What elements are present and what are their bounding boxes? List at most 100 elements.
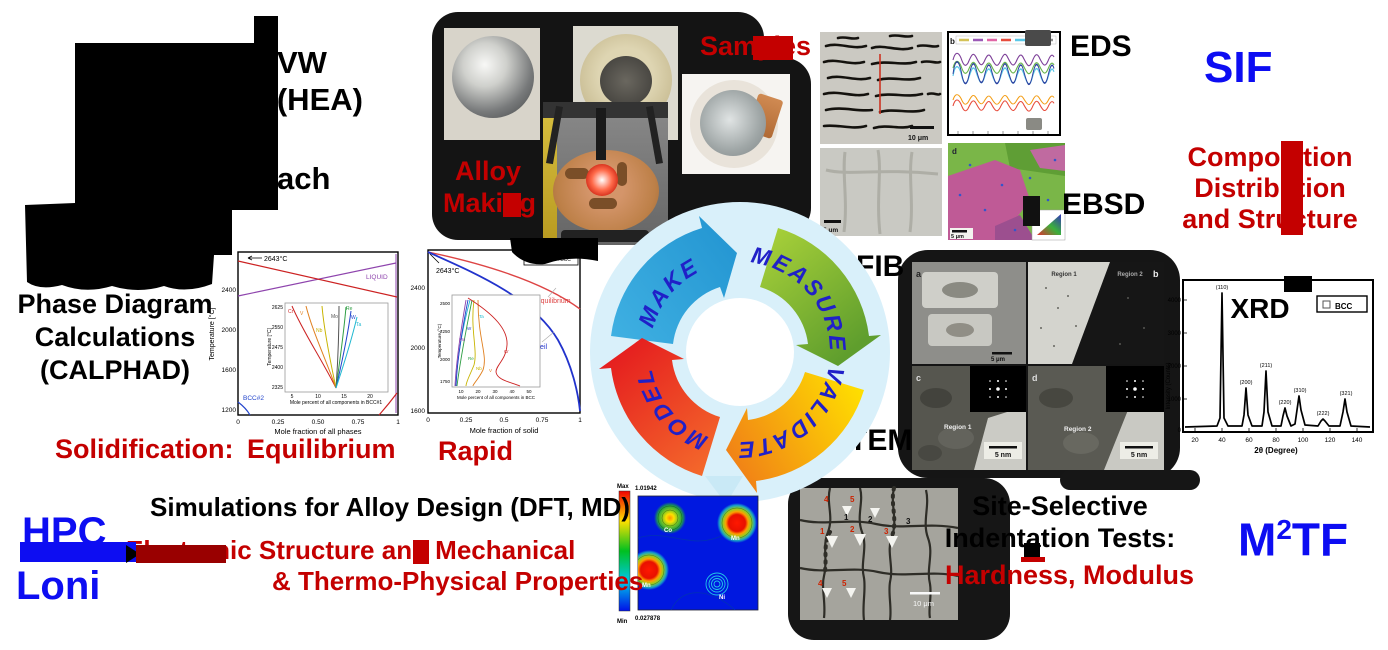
svg-text:1200: 1200 (222, 407, 237, 414)
tem-figure: a 5 μm Region 1 Region 2 b (898, 250, 1180, 478)
xrd-shadow-artifact (1284, 276, 1312, 292)
svg-text:10: 10 (315, 394, 321, 400)
alloy-button-photo (444, 28, 540, 140)
svg-text:20: 20 (367, 394, 373, 400)
scalebar-c (824, 220, 841, 223)
electronic-redaction (136, 545, 226, 563)
samples-redaction (753, 36, 793, 60)
svg-text:0.5: 0.5 (499, 417, 508, 424)
svg-text:80: 80 (1272, 437, 1280, 444)
xrd-xticks: 20 40 60 80 100 120 140 (1191, 437, 1362, 444)
svg-text:40: 40 (1218, 437, 1226, 444)
svg-text:60: 60 (1245, 437, 1253, 444)
svg-text:0: 0 (1178, 428, 1182, 434)
panel-c-label: c (916, 373, 921, 383)
svg-text:Ni: Ni (719, 595, 725, 601)
electrode (596, 108, 606, 160)
measure-arrow (760, 228, 881, 366)
calphad-line-3: (CALPHAD) (40, 355, 190, 385)
svg-text:0: 0 (236, 419, 240, 426)
svg-text:10: 10 (458, 389, 464, 394)
indentation-caption: Site-Selective Indentation Tests: (935, 490, 1185, 554)
svg-text:(200): (200) (1240, 380, 1253, 386)
m2tf-tf: TF (1291, 513, 1349, 566)
phase1-inset-curve-labels: Cr V Nb Mo Re W Ta (288, 306, 362, 334)
svg-text:Ta: Ta (356, 322, 362, 328)
hrtem-region2-panel (1028, 366, 1164, 470)
phase2-inset-curves (454, 297, 521, 387)
indent-numbers-black: 1 2 3 (844, 513, 911, 526)
svg-text:W: W (351, 315, 356, 321)
indentation-caption-line-2: Indentation Tests: (944, 523, 1176, 553)
xrd-plot: XRD BCC Intensity (Counts) 4000 3000 200… (1166, 276, 1374, 455)
header-fragment-1: VW (277, 45, 327, 80)
svg-text:Cr: Cr (504, 349, 509, 354)
caption-line-3: and Structure (1182, 204, 1358, 234)
diffraction-dots-d (1126, 380, 1144, 398)
dft-contour-figure: Max Min 1.01942 0.027878 Co Mn Mn Ni (617, 476, 759, 625)
scale-label-fib: 5 μm (991, 357, 1005, 363)
arc-glow (586, 164, 618, 196)
svg-text:0.25: 0.25 (460, 417, 473, 424)
panel-d-label: d (1032, 373, 1038, 383)
svg-text:2000: 2000 (411, 345, 426, 352)
making-redaction (503, 193, 521, 217)
diffraction-dots-c (989, 380, 1007, 398)
sample-disc-photo (682, 74, 790, 174)
svg-text:(310): (310) (1294, 388, 1307, 394)
svg-text:2325: 2325 (272, 385, 283, 391)
svg-text:5: 5 (842, 579, 847, 588)
svg-text:140: 140 (1352, 437, 1363, 444)
arc-melter-photo (543, 102, 668, 245)
scale-label-a: 10 μm (908, 135, 928, 142)
phase1-yticks: 2400 2000 1600 1200 (222, 287, 237, 414)
svg-text:2625: 2625 (272, 305, 283, 311)
phase2-inset: 2500 2250 2000 1750 Temperature (°C) 10 … (437, 294, 541, 400)
phase2-inset-xlabel: Mole percent of all components in BCC (457, 395, 536, 400)
svg-text:Cr: Cr (288, 309, 294, 315)
phase1-xticks: 0 0.25 0.50 0.75 1 (236, 419, 400, 426)
phase2-yticks: 2400 2000 1600 (411, 285, 426, 415)
xrd-peak-labels: (110) (200) (211) (220) (310) (222) (321… (1216, 285, 1353, 417)
scale-label-d-nm: 5 nm (1131, 452, 1147, 459)
calphad-line-1: Phase Diagram (17, 289, 213, 319)
svg-text:1: 1 (844, 513, 849, 522)
eds-label: EDS (1070, 30, 1132, 63)
svg-text:1600: 1600 (222, 367, 237, 374)
workflow-cycle: MAKE MEASURE VALIDATE MODEL (590, 202, 890, 502)
svg-text:4: 4 (824, 495, 829, 504)
indentation-scale-label: 10 μm (913, 599, 934, 608)
svg-text:1750: 1750 (440, 379, 451, 384)
phase2-inset-yticks: 2500 2250 2000 1750 (440, 301, 451, 384)
ni-rings (705, 572, 729, 596)
svg-text:15: 15 (341, 394, 347, 400)
phase2-inset-curve-labels: Ta W Mo Re Nb V Cr (459, 314, 509, 373)
phase2-shadow-blob (510, 238, 598, 265)
svg-text:1600: 1600 (411, 408, 426, 415)
loni-label: Loni (16, 564, 101, 608)
redaction-shape (25, 16, 278, 290)
hearth-slot-3 (589, 198, 617, 209)
ebsd-label: EBSD (1062, 188, 1146, 221)
scale-label-c: 5 μm (823, 227, 838, 234)
svg-text:3: 3 (906, 517, 911, 526)
colorbar-max-label: Max (617, 484, 629, 490)
grain-boundaries (799, 486, 959, 621)
svg-text:2: 2 (868, 515, 873, 524)
min-value: 0.027878 (635, 616, 661, 622)
sample-disc (700, 90, 766, 156)
svg-text:1000: 1000 (1168, 397, 1182, 403)
phase1-xlabel: Mole fraction of all phases (274, 427, 361, 436)
scalebar-d (952, 230, 967, 233)
shadow-artifact-2 (1026, 118, 1042, 130)
svg-text:120: 120 (1325, 437, 1336, 444)
bcc2-label: BCC#2 (243, 395, 264, 402)
sif-label: SIF (1204, 43, 1273, 92)
phase1-inset-yticks: 2625 2550 2475 2400 2325 (272, 305, 283, 391)
xrd-yticks: 4000 3000 2000 1000 0 (1168, 298, 1182, 434)
simulations-title: Simulations for Alloy Design (DFT, MD) (150, 492, 631, 522)
phase2-annotation: 2643°C (429, 253, 459, 275)
region2-label-b: Region 2 (1117, 272, 1143, 278)
svg-text:Co: Co (664, 528, 672, 534)
